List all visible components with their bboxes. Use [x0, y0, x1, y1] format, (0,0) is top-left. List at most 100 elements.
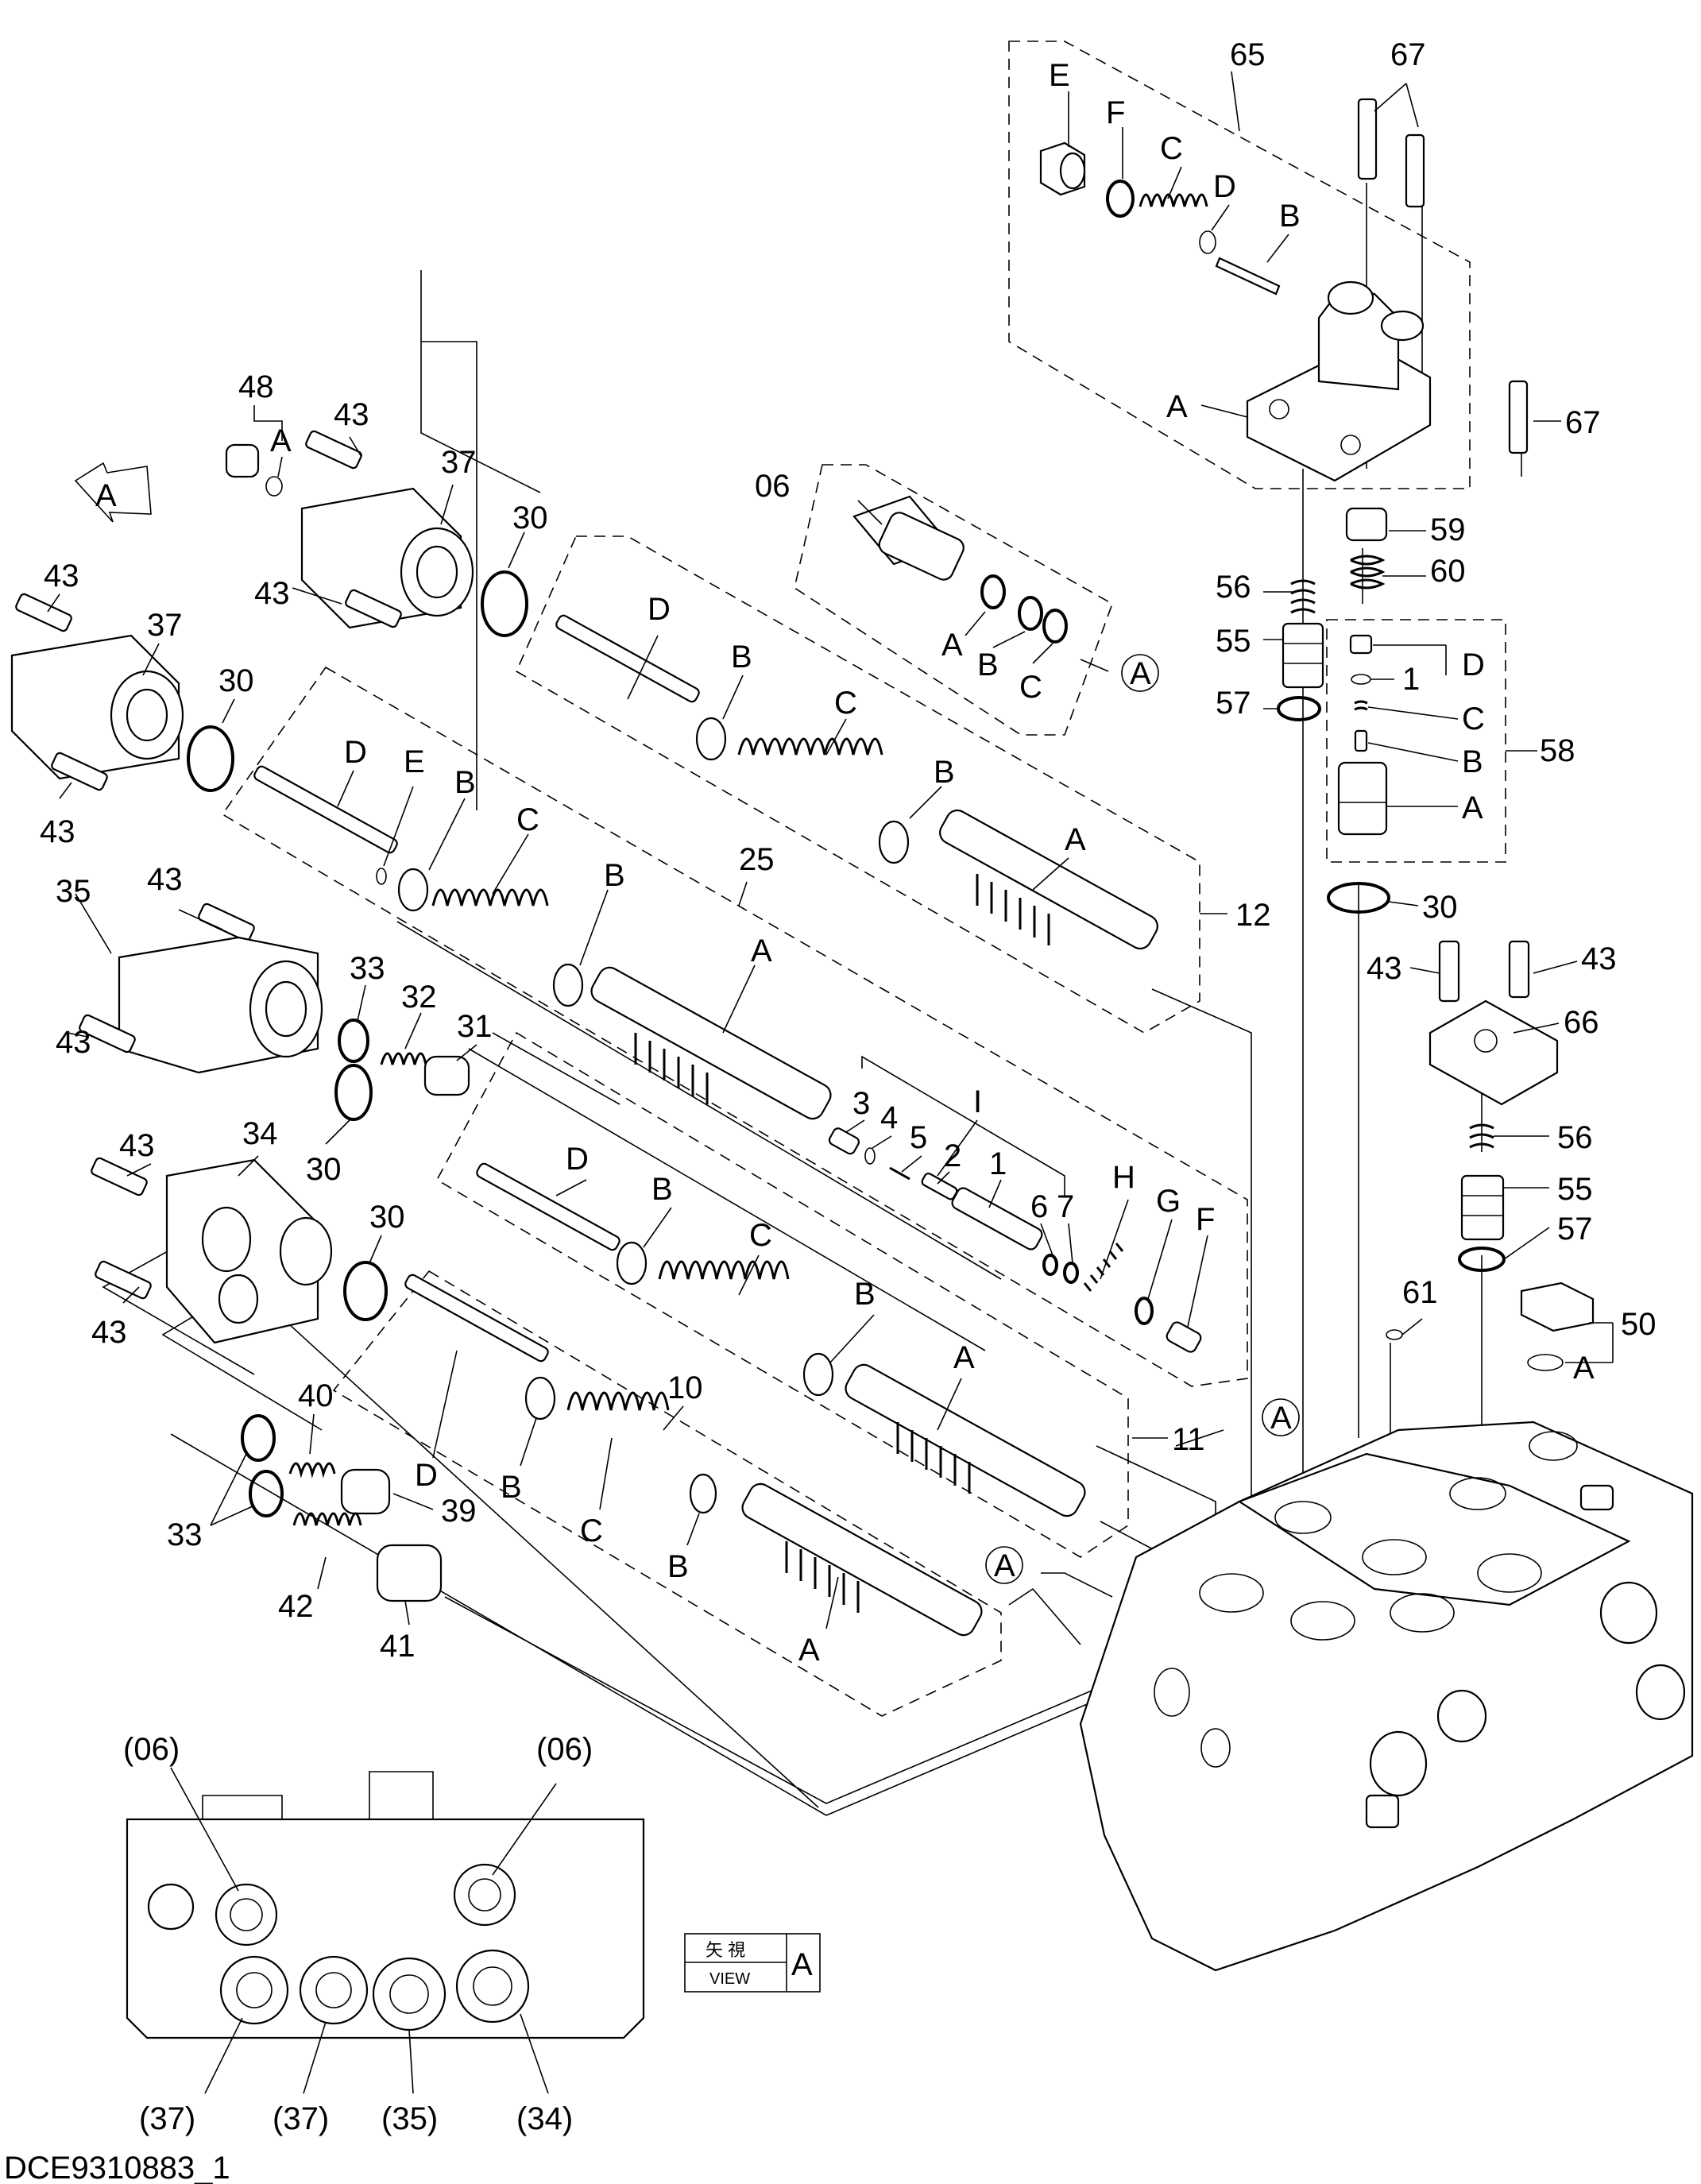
- housing-65A: [1246, 280, 1432, 482]
- label-43b: 43: [254, 576, 290, 611]
- label-10B2: B: [667, 1549, 689, 1584]
- label-12A: A: [1065, 822, 1086, 857]
- spring-56a: [1290, 579, 1316, 614]
- label-43r2: 43: [1581, 941, 1617, 976]
- group-box-58: [1326, 619, 1506, 863]
- label-3: 3: [852, 1086, 870, 1121]
- spring-32: [380, 1052, 427, 1065]
- cover-35-group: [79, 903, 470, 1121]
- bolt-43b: [345, 589, 402, 628]
- bolt-43g: [91, 1157, 148, 1196]
- label-39: 39: [441, 1494, 477, 1529]
- cover-37b: [10, 634, 184, 780]
- label-35: 35: [56, 874, 91, 909]
- o-ring-06B: [1018, 596, 1043, 631]
- label-37a: 37: [441, 445, 477, 480]
- rod-10D: [404, 1274, 549, 1363]
- label-06B: B: [977, 647, 999, 682]
- bolt-43r2: [1508, 940, 1530, 999]
- seat-25B2: [552, 963, 584, 1007]
- part-65-group: [1039, 98, 1529, 482]
- part-61: [1386, 1329, 1403, 1340]
- label-1: 1: [989, 1146, 1007, 1181]
- label-11A: A: [953, 1340, 975, 1375]
- label-25B1: B: [454, 765, 476, 800]
- label-58-1: 1: [1402, 662, 1420, 697]
- spool-10A: [741, 1482, 983, 1637]
- label-25: 25: [739, 842, 775, 877]
- label-10: 10: [667, 1370, 703, 1405]
- label-06C: C: [1019, 670, 1042, 705]
- part-06-group: [852, 495, 1068, 644]
- label-43e: 43: [147, 862, 183, 897]
- label-43r1: 43: [1367, 951, 1402, 986]
- label-11B2: B: [854, 1277, 876, 1312]
- label-50: 50: [1621, 1307, 1657, 1342]
- label-67a: 67: [1390, 37, 1426, 72]
- label-56a: 56: [1216, 570, 1251, 605]
- group-box-12: [515, 535, 1200, 1034]
- label-43g: 43: [119, 1128, 155, 1163]
- label-06: 06: [755, 469, 791, 504]
- spring-60: [1350, 555, 1386, 589]
- part-5: [889, 1166, 910, 1181]
- o-ring-33b1: [241, 1414, 276, 1462]
- spring-42: [292, 1512, 362, 1526]
- label-12C: C: [834, 686, 857, 721]
- part-2: [921, 1173, 958, 1200]
- label-65B: B: [1279, 199, 1301, 234]
- label-60: 60: [1430, 554, 1466, 589]
- relief-valve-06: [852, 495, 965, 581]
- spring-56b: [1469, 1123, 1494, 1149]
- label-25E: E: [404, 744, 425, 779]
- part-39: [340, 1468, 391, 1515]
- group-box-10: [332, 1270, 1002, 1717]
- spool-assembly-11: [476, 1162, 1086, 1517]
- drawing-id: DCE9310883_1: [4, 2151, 230, 2184]
- part-31: [423, 1055, 470, 1096]
- spring-12C: [737, 737, 883, 756]
- spool-55a: [1282, 622, 1324, 689]
- spool-12A: [939, 809, 1158, 950]
- part-1: [951, 1187, 1043, 1250]
- o-ring-33a: [338, 1019, 369, 1063]
- seat-11B1: [616, 1241, 648, 1285]
- label-58A: A: [1462, 790, 1483, 825]
- o-ring-57a: [1277, 696, 1321, 721]
- label-30a: 30: [512, 501, 548, 535]
- part-3: [828, 1127, 860, 1155]
- label-leaders: [1068, 71, 1614, 1447]
- spring-40: [288, 1462, 336, 1479]
- label-11C: C: [749, 1218, 772, 1253]
- part-F: [1166, 1321, 1202, 1353]
- label-65E: E: [1049, 58, 1070, 93]
- part-41: [376, 1544, 443, 1602]
- ring-48A: [265, 476, 283, 497]
- part-4: [864, 1147, 876, 1165]
- part-58A: [1337, 761, 1388, 836]
- rod-11D: [476, 1162, 620, 1251]
- label-43a: 43: [334, 397, 369, 432]
- part-labels: 65 67 67 E F C D B A 59 60 56 55 57 D 1 …: [40, 37, 1657, 2136]
- label-59: 59: [1430, 512, 1466, 547]
- label-65: 65: [1230, 37, 1266, 72]
- seat-65D: [1199, 230, 1216, 254]
- label-5: 5: [910, 1120, 927, 1155]
- right-stack: [1277, 507, 1595, 1371]
- spring-25C: [431, 888, 549, 906]
- label-12B2: B: [934, 755, 955, 790]
- label-55a: 55: [1216, 624, 1251, 659]
- valve-body: [1079, 1421, 1694, 1972]
- part-7: [1063, 1262, 1079, 1284]
- spool-25A: [590, 966, 832, 1120]
- label-58C: C: [1462, 702, 1485, 736]
- label-61: 61: [1402, 1275, 1438, 1310]
- label-57b: 57: [1557, 1212, 1593, 1247]
- cover-35: [118, 936, 323, 1074]
- label-65A: A: [1166, 389, 1188, 424]
- part-6: [1042, 1254, 1058, 1276]
- view-box-jp: 矢 視: [706, 1940, 745, 1960]
- label-65D: D: [1213, 169, 1236, 204]
- view-a-box: 矢 視 VIEW A: [684, 1933, 821, 1993]
- spool-assembly-25: [253, 765, 1202, 1353]
